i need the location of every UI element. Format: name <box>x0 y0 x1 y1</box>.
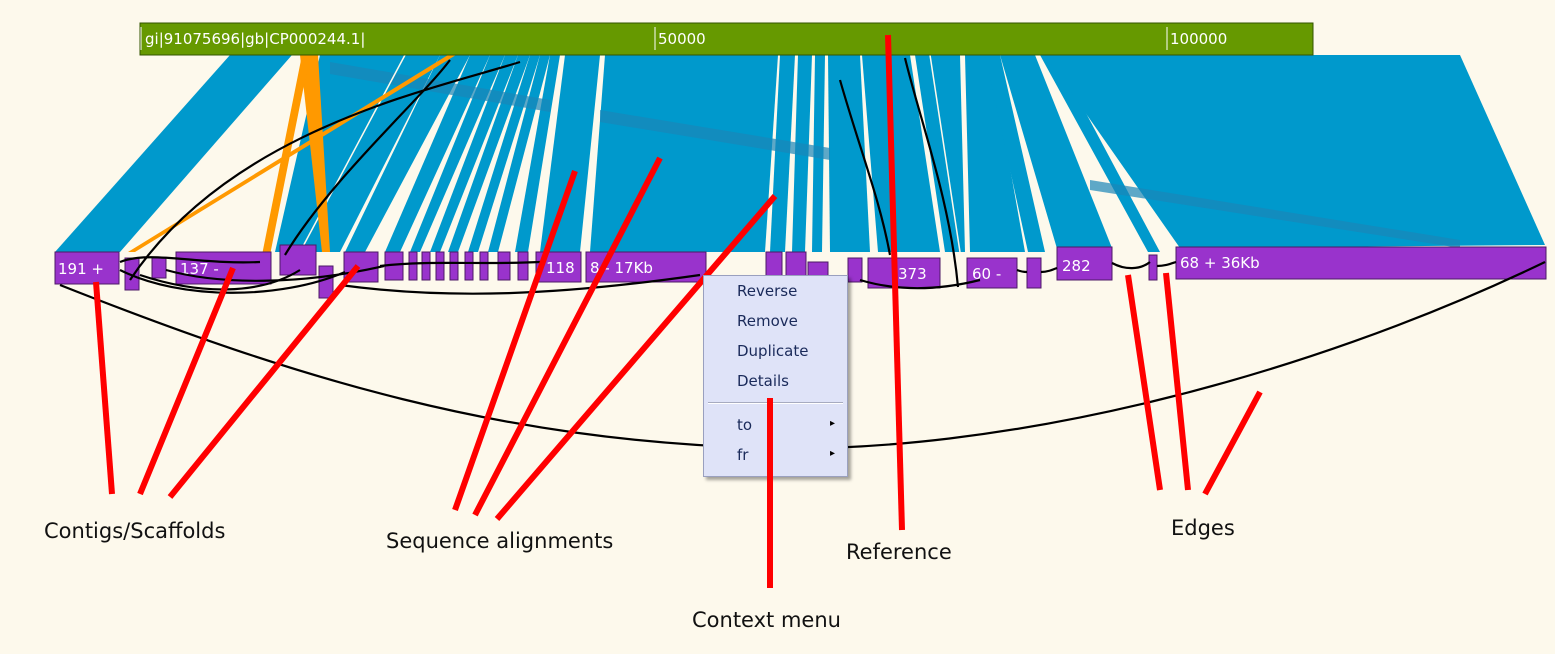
edge[interactable] <box>119 269 346 294</box>
contig-block[interactable] <box>1056 246 1113 281</box>
contig-block[interactable] <box>497 251 511 281</box>
edge[interactable] <box>379 260 541 268</box>
alignment-ribbon[interactable] <box>985 55 1045 252</box>
callout-lines <box>93 34 1263 531</box>
reverse-alignment[interactable] <box>128 55 456 252</box>
alignment-ribbon-cross <box>330 62 550 112</box>
menu-item-remove[interactable]: Remove <box>737 312 798 330</box>
contig-track <box>54 244 1547 299</box>
edge[interactable] <box>1111 261 1151 270</box>
edge[interactable] <box>284 59 451 256</box>
contig-block[interactable] <box>435 251 445 281</box>
alignment-ribbon[interactable] <box>770 55 795 252</box>
contig-block[interactable] <box>449 251 459 281</box>
alignment-ribbon[interactable] <box>410 55 505 252</box>
contig-label: 282 <box>1062 257 1091 275</box>
callout-label-alignments: Sequence alignments <box>386 529 614 553</box>
alignment-ribbon[interactable] <box>965 55 1025 252</box>
edge[interactable] <box>139 269 301 291</box>
callout-line-edges <box>1125 274 1163 491</box>
callout-line-edges <box>1202 390 1263 496</box>
alignment-ribbon[interactable] <box>1040 55 1160 252</box>
contig-block[interactable] <box>867 257 941 289</box>
alignment-ribbons <box>55 55 1545 252</box>
contig-label: 191 + <box>58 260 104 278</box>
alignment-ribbon[interactable] <box>430 55 518 252</box>
menu-item-duplicate[interactable]: Duplicate <box>737 342 809 360</box>
alignment-ribbon[interactable] <box>385 55 490 252</box>
contig-label: 373 <box>898 265 927 283</box>
callout-line-alignments <box>494 194 778 521</box>
contig-block[interactable] <box>479 251 489 281</box>
alignment-ribbon-cross <box>600 110 830 160</box>
contig-label: 60 - <box>972 265 1001 283</box>
contig-block[interactable] <box>151 257 167 279</box>
contig-block[interactable] <box>1175 246 1547 280</box>
reference-tick-label: 100000 <box>1170 30 1227 48</box>
callout-line-contigs <box>167 264 361 499</box>
reference-tick-label: 50000 <box>658 30 706 48</box>
callout-line-contigs <box>137 266 236 496</box>
callout-label-edges: Edges <box>1171 516 1235 540</box>
edge[interactable] <box>1016 268 1028 274</box>
contig-block[interactable] <box>54 251 120 285</box>
contig-block[interactable] <box>517 251 529 281</box>
contig-block[interactable] <box>847 257 863 283</box>
callout-line-alignments <box>452 169 578 512</box>
callout-label-contigs: Contigs/Scaffolds <box>44 519 226 543</box>
edge[interactable] <box>903 57 960 288</box>
contig-block[interactable] <box>318 265 334 299</box>
alignment-ribbon[interactable] <box>345 55 470 252</box>
alignment-ribbon-cross <box>1090 180 1460 248</box>
menu-item-reverse[interactable]: Reverse <box>737 282 798 300</box>
callout-line-reference <box>885 34 905 531</box>
reference-track: gi|91075696|gb|CP000244.1| 50000 100000 <box>139 22 1314 56</box>
contig-label: 68 + 36Kb <box>1180 254 1260 272</box>
contig-block[interactable] <box>966 257 1018 289</box>
callout-line-alignments <box>472 156 663 517</box>
menu-item-fr[interactable]: fr <box>737 446 749 464</box>
edge[interactable] <box>119 256 261 264</box>
menu-item-to[interactable]: to <box>737 416 753 434</box>
contig-block[interactable] <box>421 251 431 281</box>
contig-block[interactable] <box>408 251 418 281</box>
edge[interactable] <box>339 273 701 295</box>
edge[interactable] <box>859 278 981 290</box>
reference-label: gi|91075696|gb|CP000244.1| <box>145 30 365 48</box>
menu-separator <box>708 402 843 404</box>
edge[interactable] <box>1040 266 1058 274</box>
alignment-ribbon[interactable] <box>540 55 600 252</box>
alignment-ribbon[interactable] <box>1000 55 1112 252</box>
callout-label-reference: Reference <box>846 540 952 564</box>
contig-label: 137 - <box>180 260 219 278</box>
contig-block[interactable] <box>1148 254 1158 281</box>
edge[interactable] <box>1156 260 1177 268</box>
callout-line-edges <box>1163 272 1191 491</box>
alignment-ribbon[interactable] <box>828 55 870 252</box>
callout-line-contigs <box>93 281 115 495</box>
alignment-ribbon[interactable] <box>55 55 292 252</box>
edge[interactable] <box>838 79 892 256</box>
reference-bar[interactable] <box>139 22 1314 56</box>
contig-labels: 191 + 137 - 118 8 - 17Kb 373 60 - 282 68… <box>58 254 1260 283</box>
ribbon-gaps <box>189 54 961 253</box>
menu-item-details[interactable]: Details <box>737 372 790 390</box>
edge[interactable] <box>129 60 521 281</box>
contig-label: 118 <box>546 259 575 277</box>
submenu-arrow-icon: ▸ <box>829 448 835 459</box>
contig-block[interactable] <box>464 251 474 281</box>
alignment-ribbon[interactable] <box>862 55 940 252</box>
submenu-arrow-icon: ▸ <box>829 418 835 429</box>
context-menu: Reverse Remove Duplicate Details to ▸ fr… <box>703 275 848 477</box>
callout-label-menu: Context menu <box>692 608 841 632</box>
contig-block[interactable] <box>1026 257 1042 289</box>
